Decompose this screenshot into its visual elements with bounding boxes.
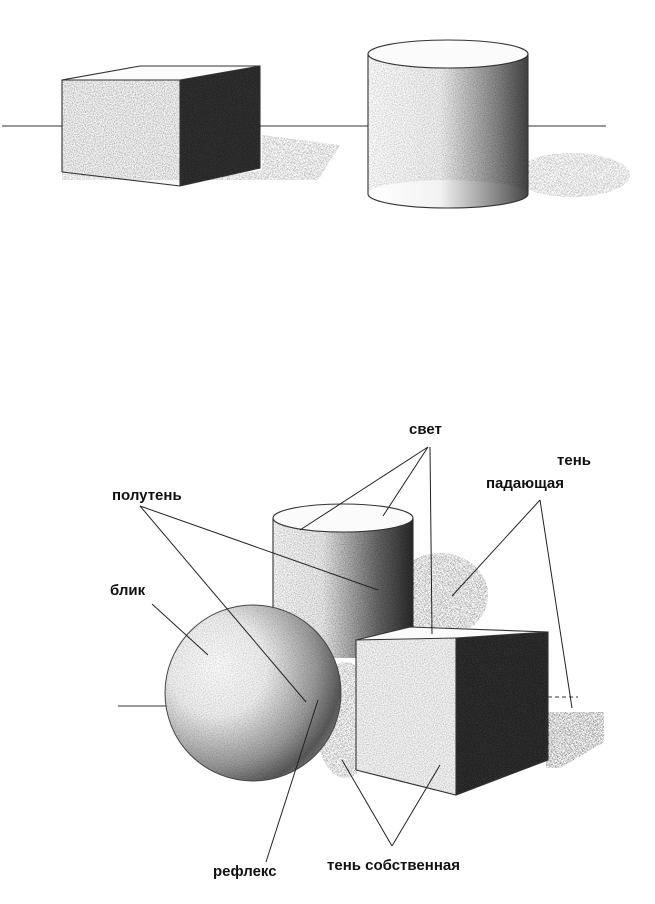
cube-top [61, 65, 261, 187]
label-blik: блик [110, 582, 146, 599]
cylinder-cast-shadow-top [514, 153, 630, 197]
cube-cast-shadow-top [200, 135, 340, 180]
cube-cast-shadow [546, 712, 604, 768]
cube [355, 626, 549, 796]
top-scene [2, 39, 630, 209]
bottom-scene: свет тень падающая полутень блик рефлекс… [110, 421, 604, 880]
cylinder-cast-shadow [392, 553, 488, 637]
label-ten: тень [557, 452, 591, 469]
cylinder-top [367, 39, 529, 209]
label-svet: свет [409, 421, 442, 438]
label-padayushchaya: падающая [486, 475, 564, 492]
label-poluten: полутень [112, 487, 182, 504]
label-ten-sobstvennaya: тень собственная [327, 857, 460, 874]
label-refleks: рефлекс [213, 863, 277, 880]
leader-lines [139, 446, 573, 863]
sphere [164, 604, 342, 782]
